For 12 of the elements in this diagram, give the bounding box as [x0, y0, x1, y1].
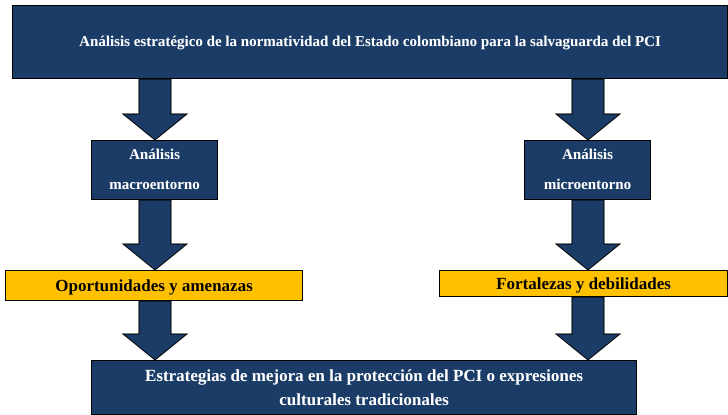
block-arrow — [122, 300, 188, 361]
block-arrow — [554, 78, 622, 141]
block-arrow — [122, 78, 188, 141]
block-arrow — [554, 200, 622, 271]
process-box: Fortalezas y debilidades — [439, 270, 728, 297]
block-arrow — [122, 200, 188, 271]
process-box: Estrategias de mejora en la protección del PCI o expresiones culturales tradicionales — [91, 360, 637, 415]
process-box: Análisis estratégico de la normatividad del Estado colombiano para la salvaguarda del PCI — [12, 5, 728, 79]
process-box: Análisis microentorno — [524, 140, 651, 200]
process-box: Análisis macroentorno — [91, 140, 218, 200]
process-box: Oportunidades y amenazas — [5, 270, 303, 301]
block-arrow — [554, 296, 622, 361]
